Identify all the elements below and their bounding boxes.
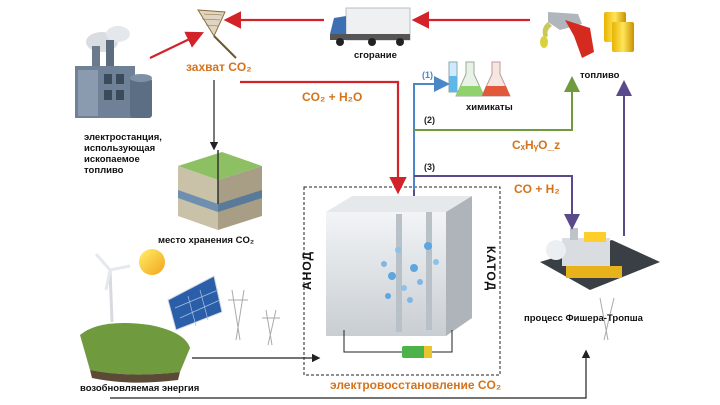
label-chemicals: химикаты (466, 102, 513, 113)
renewable-energy-icon (80, 249, 280, 383)
label-path-1: (1) (422, 70, 433, 80)
arrow-capture-to-cell (240, 80, 407, 195)
label-cathode: КАТОД (484, 246, 498, 292)
fischer-tropsch-plant-icon (540, 228, 660, 341)
label-combustion: сгорание (354, 50, 397, 61)
arrow-path-1-chemicals (413, 76, 450, 190)
arrow-path-2-fuel (414, 76, 580, 131)
electrolysis-cell-icon (326, 196, 472, 358)
label-fischer-tropsch: процесс Фишера-Тропша (524, 313, 643, 324)
chemicals-icon (448, 61, 511, 97)
label-fuel: топливо (580, 70, 620, 81)
capture-net-icon (197, 9, 237, 59)
label-path-2: (2) (424, 115, 435, 125)
storage-site-icon (178, 150, 262, 230)
arrow-path-3-fischer-tropsch (414, 175, 580, 230)
label-anode: АНОД (300, 250, 314, 290)
label-co2-h2o: CO₂ + H₂O (302, 90, 363, 104)
arrow-renewable-to-fischer-tropsch (110, 349, 591, 399)
power-plant-icon (75, 26, 152, 118)
arrow-plant-to-capture (149, 31, 204, 59)
label-co2-capture: захват CO₂ (186, 60, 252, 74)
label-power-plant: электростанция, использующая ископаемое … (84, 132, 162, 176)
label-cxhyoz: CₓHᵧO_z (512, 138, 561, 152)
label-electroreduction: электровосстановление CO₂ (330, 378, 502, 392)
label-path-3: (3) (424, 162, 435, 172)
label-storage-site: место хранения CO₂ (158, 235, 255, 246)
fuel-icon (540, 12, 634, 58)
label-renewable-energy: возобновляемая энергия (80, 383, 200, 394)
truck-icon (330, 7, 411, 46)
label-co-h2: CO + H₂ (514, 182, 560, 196)
